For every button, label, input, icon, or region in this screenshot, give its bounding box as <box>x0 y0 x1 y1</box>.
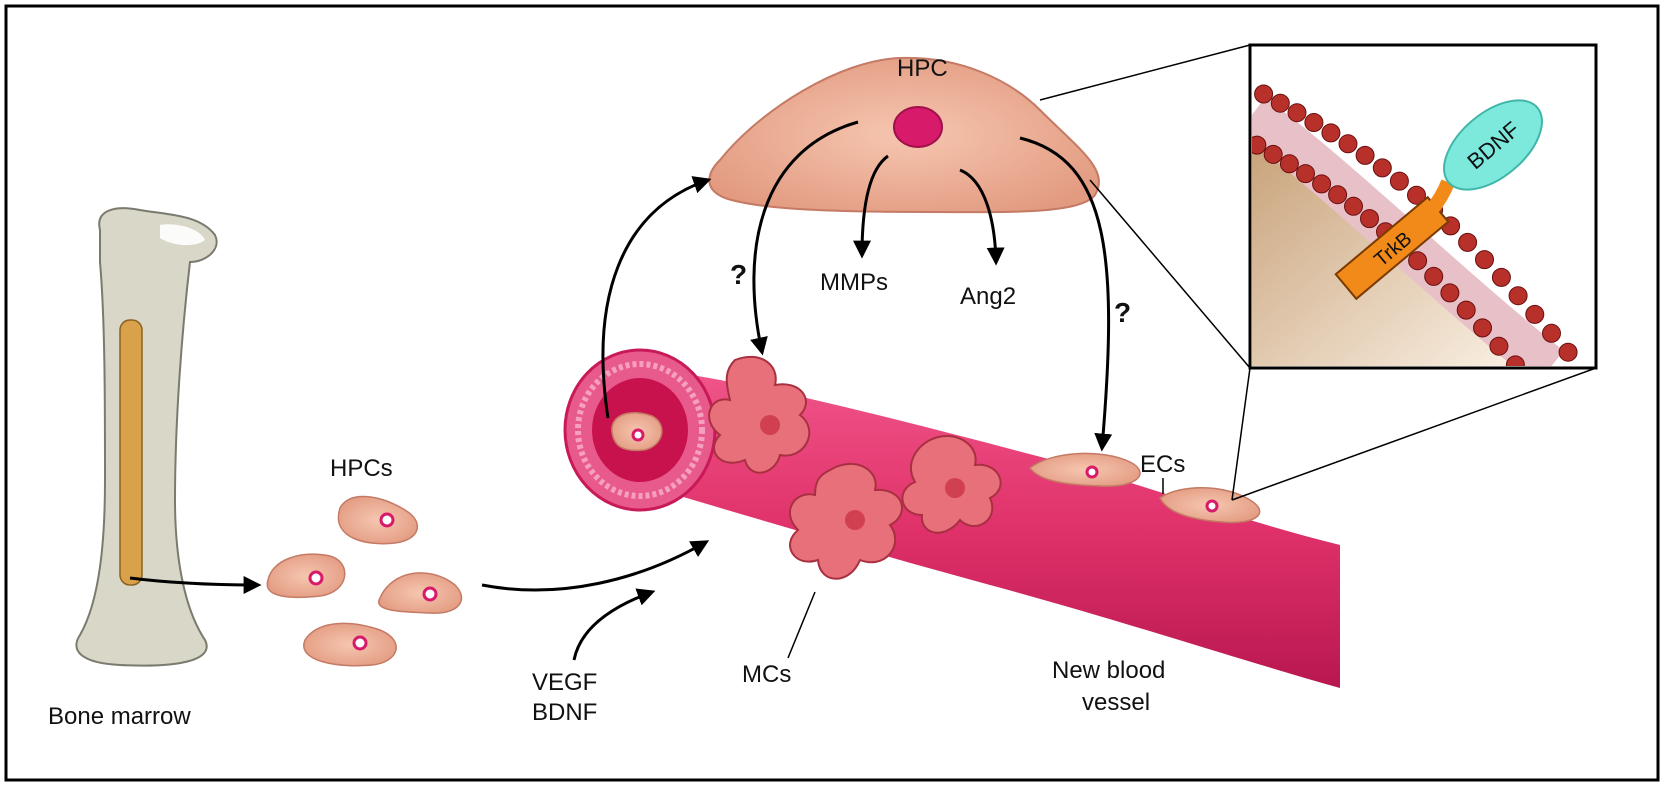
lipid-head <box>1476 251 1494 269</box>
hpcs-label: HPCs <box>330 455 393 482</box>
lipid-head <box>1373 159 1391 177</box>
lipid-head <box>1297 165 1315 183</box>
mmps-label: MMPs <box>820 269 888 296</box>
lipid-head <box>1459 233 1477 251</box>
lipid-head <box>1490 337 1508 355</box>
lipid-head <box>1288 104 1306 122</box>
bone-marrow-label: Bone marrow <box>48 703 191 730</box>
ang2-label: Ang2 <box>960 283 1016 310</box>
vegf-label: VEGF <box>532 669 597 696</box>
lipid-head <box>1425 267 1443 285</box>
lipid-head <box>1390 172 1408 190</box>
lipid-head <box>1280 155 1298 173</box>
hpc-nucleus <box>894 107 942 147</box>
mcs-label: MCs <box>742 661 791 688</box>
lipid-head <box>1345 197 1363 215</box>
lipid-head <box>1559 343 1577 361</box>
lipid-head <box>1526 305 1544 323</box>
lipid-head <box>1356 146 1374 164</box>
lipid-head <box>1474 319 1492 337</box>
marrow-cavity <box>120 320 142 585</box>
lipid-head <box>1305 114 1323 132</box>
ecs-label: ECs <box>1140 451 1185 478</box>
new-vessel-label-line2: vessel <box>1082 689 1150 716</box>
lipid-head <box>1509 287 1527 305</box>
lipid-head <box>1329 186 1347 204</box>
question-right: ? <box>1114 297 1131 328</box>
lipid-head <box>1492 268 1510 286</box>
new-vessel-label-line1: New blood <box>1052 657 1165 684</box>
lipid-head <box>1543 324 1561 342</box>
lipid-head <box>1271 94 1289 112</box>
lipid-head <box>1361 210 1379 228</box>
lipid-head <box>1339 135 1357 153</box>
lipid-head <box>1255 85 1273 103</box>
lipid-head <box>1457 301 1475 319</box>
lipid-head <box>1322 124 1340 142</box>
hpc-label: HPC <box>897 55 948 82</box>
lipid-head <box>1409 252 1427 270</box>
lipid-head <box>1313 175 1331 193</box>
hpc-in-lumen <box>612 413 662 451</box>
lipid-head <box>1441 284 1459 302</box>
membrane-inset: TrkB BDNF <box>1231 45 1596 393</box>
bdnf-factor-label: BDNF <box>532 699 597 726</box>
question-left: ? <box>730 259 747 290</box>
lipid-head <box>1264 145 1282 163</box>
